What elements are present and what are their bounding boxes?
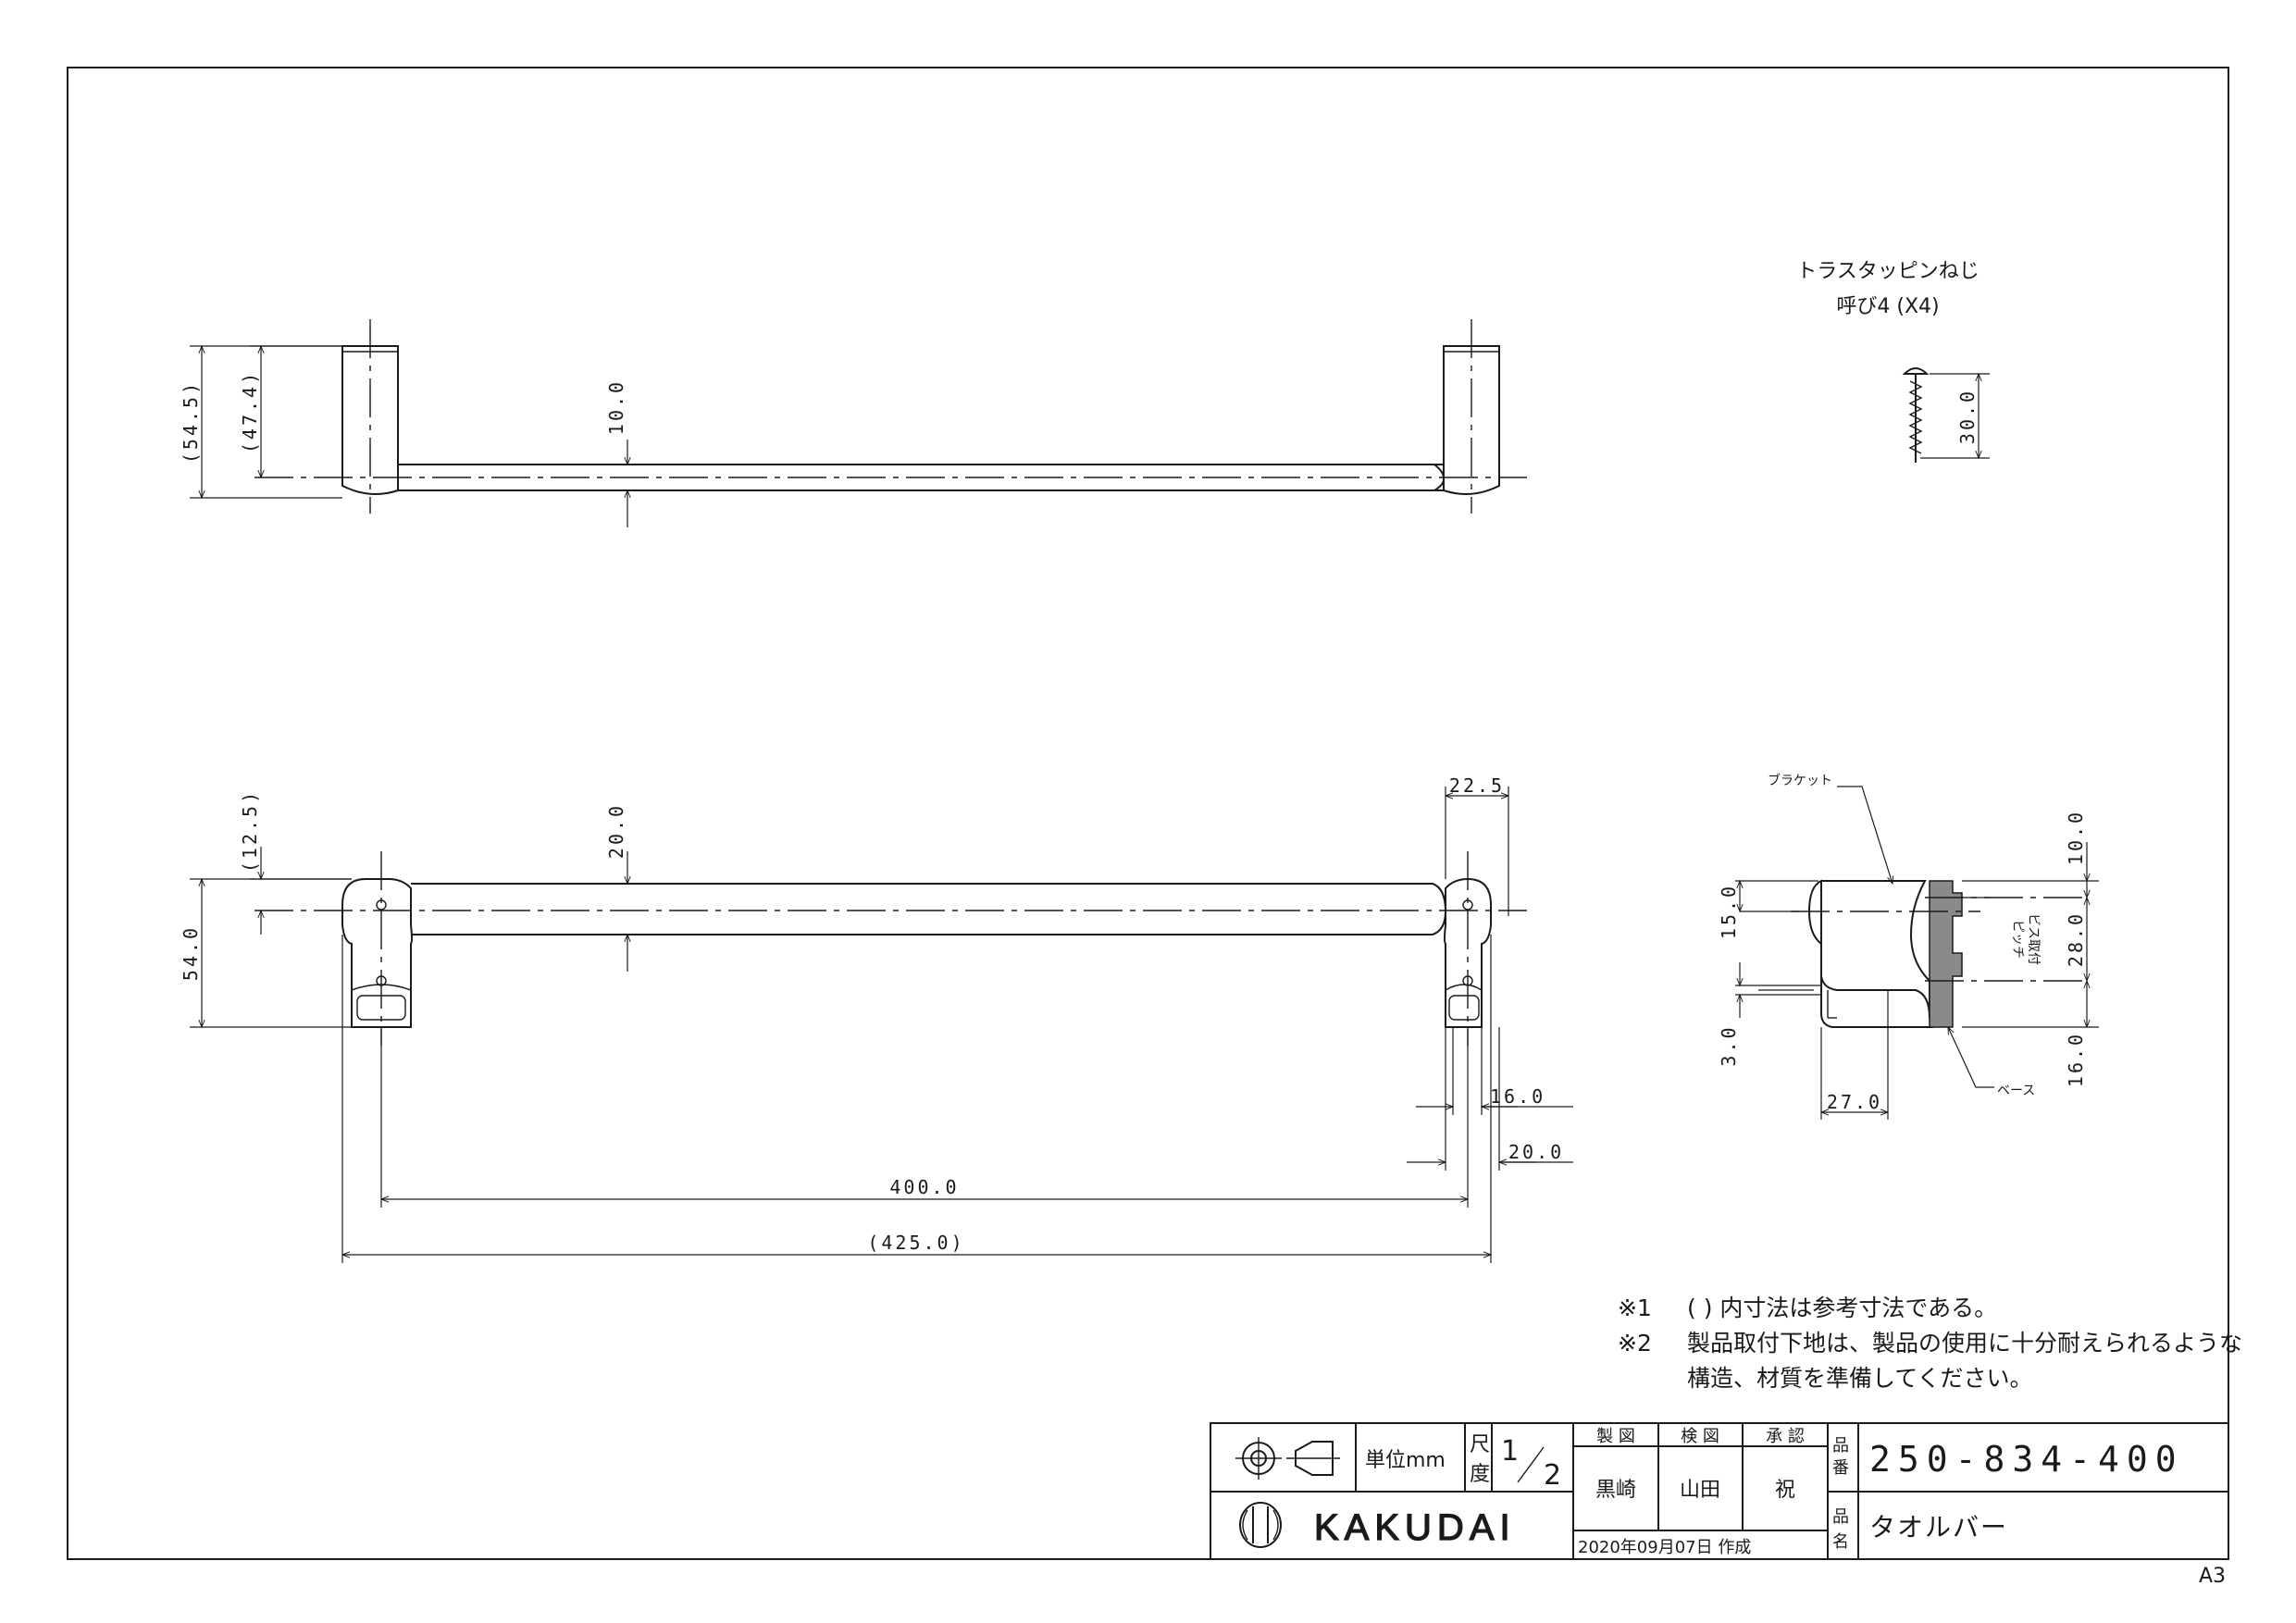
side-base	[1929, 880, 1963, 1028]
dim-side-27-0: 27.0	[1827, 1091, 1882, 1113]
note-2-mark: ※2	[1618, 1330, 1652, 1357]
unit-label: 単位mm	[1365, 1449, 1446, 1472]
dim-front-54-0: 54.0	[180, 925, 202, 981]
dim-side-3-0: 3.0	[1718, 1024, 1740, 1066]
dim-front-22-5: 22.5	[1449, 774, 1505, 797]
scale-denominator: 2	[1544, 1459, 1561, 1492]
label-bracket: ブラケット	[1768, 773, 1832, 788]
top-right-post	[1443, 345, 1500, 495]
part-no-label-1: 品	[1832, 1436, 1849, 1456]
part-name: タオルバー	[1869, 1512, 2008, 1542]
sheet-size-label: A3	[2199, 1565, 2226, 1588]
drawing-frame	[67, 67, 2229, 1560]
dim-front-20-0-v: 20.0	[605, 803, 627, 859]
dim-top-10-0: 10.0	[605, 379, 627, 435]
front-bar	[411, 883, 1447, 935]
notes: ※1 ( ) 内寸法は参考寸法である。 ※2 製品取付下地は、製品の使用に十分耐…	[1618, 1295, 2242, 1392]
drawn-label: 製 図	[1596, 1427, 1635, 1446]
front-right-bracket	[1444, 877, 1492, 1028]
dim-screw-30-0: 30.0	[1956, 389, 1979, 444]
checked-label: 検 図	[1681, 1427, 1719, 1446]
dim-front-20-0-h: 20.0	[1508, 1141, 1564, 1163]
dim-front-400: 400.0	[889, 1176, 959, 1198]
front-view: (12.5) 54.0 20.0 22.5 16.0 20.0 400.0	[180, 774, 1573, 1263]
dim-side-16-0: 16.0	[2065, 1032, 2087, 1087]
top-view: (54.5) (47.4) 10.0	[180, 319, 1527, 527]
date-text: 2020年09月07日 作成	[1578, 1538, 1751, 1557]
part-no-label-2: 番	[1832, 1458, 1849, 1478]
label-pitch-line2: ピッチ	[2010, 920, 2025, 959]
dim-side-28-0: 28.0	[2065, 911, 2087, 967]
approved-label: 承 認	[1766, 1427, 1805, 1446]
dim-top-54-5: (54.5)	[180, 380, 202, 464]
note-1-mark: ※1	[1618, 1295, 1652, 1321]
screw-thread	[1908, 380, 1923, 454]
screw-head	[1902, 367, 1930, 375]
top-left-post	[341, 345, 399, 495]
scale-numerator: 1	[1501, 1435, 1519, 1468]
dim-side-10-0: 10.0	[2065, 810, 2087, 865]
scale-label-2: 度	[1470, 1463, 1490, 1486]
note-2-line2: 構造、材質を準備してください。	[1687, 1365, 2033, 1392]
kakudai-logo-icon	[1239, 1502, 1282, 1548]
dim-front-12-5: (12.5)	[239, 789, 261, 873]
company-logo-text: KAKUDAI	[1314, 1507, 1516, 1548]
projection-symbol-icon	[1235, 1437, 1340, 1480]
screw-detail: トラスタッピンねじ 呼び4 (X4) 30.0	[1796, 260, 1990, 463]
note-1-text: ( ) 内寸法は参考寸法である。	[1687, 1295, 1997, 1321]
part-name-label-2: 名	[1832, 1532, 1849, 1552]
dim-front-16-0-h: 16.0	[1490, 1085, 1545, 1108]
dim-side-15-0: 15.0	[1718, 884, 1740, 939]
checked-name: 山田	[1680, 1479, 1720, 1502]
side-detail: ブラケット 15.0 3.0 27.0	[1718, 773, 2099, 1120]
dim-top-47-4: (47.4)	[239, 370, 261, 453]
scale-label-1: 尺	[1470, 1433, 1490, 1456]
label-pitch-line1: ビス取付	[2026, 913, 2041, 965]
note-2-line1: 製品取付下地は、製品の使用に十分耐えられるような	[1687, 1330, 2242, 1357]
front-left-bracket	[341, 878, 413, 1028]
drawn-name: 黒崎	[1595, 1479, 1636, 1502]
screw-label-line2: 呼び4 (X4)	[1836, 295, 1939, 318]
part-name-label-1: 品	[1832, 1507, 1849, 1527]
screw-label-line1: トラスタッピンねじ	[1796, 260, 1980, 283]
side-bracket	[1821, 880, 1930, 1018]
approved-name: 祝	[1775, 1479, 1795, 1502]
part-number: 250-834-400	[1869, 1439, 2184, 1480]
dim-front-425: (425.0)	[867, 1232, 964, 1254]
title-block: 単位mm 尺 度 1 2 製 図 検 図 承 認 黒崎 山田 祝 2020年09…	[1210, 1422, 2229, 1560]
label-base: ベース	[1997, 1084, 2035, 1098]
